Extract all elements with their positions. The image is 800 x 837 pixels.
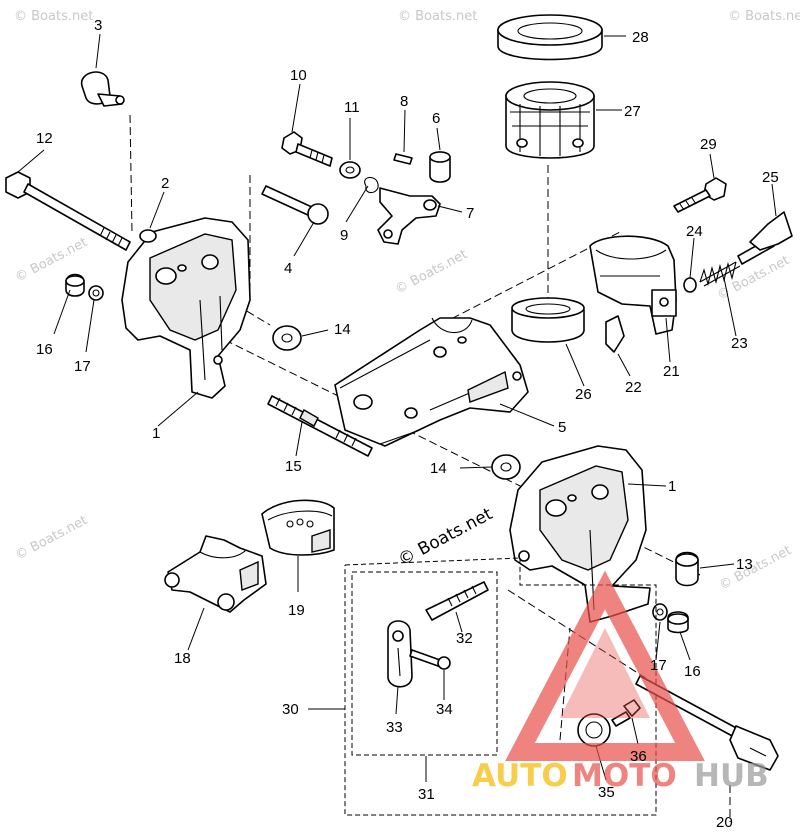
- part-24-washer: [683, 277, 697, 293]
- part-21-friction-bracket: [589, 235, 677, 335]
- callout-30: 30: [282, 701, 299, 718]
- part-16-nut-lower: [667, 611, 689, 634]
- part-14-washer-upper: [272, 325, 302, 351]
- logo-text-hub: HUB: [694, 758, 769, 794]
- callout-26: 26: [575, 386, 592, 403]
- part-4-pin: [261, 185, 329, 225]
- part-2-clip: [139, 229, 157, 243]
- watermark-right-lower: © Boats.net: [717, 543, 794, 593]
- part-35-stopper: [577, 713, 611, 747]
- callout-28: 28: [632, 29, 649, 46]
- part-16-nut-upper: [65, 273, 85, 297]
- callout-18: 18: [174, 650, 191, 667]
- part-22-friction-pad: [605, 315, 625, 353]
- callout-33: 33: [386, 719, 403, 736]
- part-1-clamp-bracket-lower: [509, 445, 651, 623]
- callout-14-upper: 14: [334, 321, 351, 338]
- part-5-swivel-bracket: [334, 317, 529, 447]
- part-6-sleeve: [429, 151, 451, 183]
- logo-text-auto: AUTO: [472, 758, 568, 794]
- part-33-latch: [387, 620, 413, 688]
- watermark-top-center: © Boats.net: [398, 9, 477, 24]
- part-7-tilt-lever: [377, 187, 441, 245]
- watermark-left-lower: © Boats.net: [13, 513, 90, 563]
- part-10-bolt: [281, 131, 333, 167]
- part-26-lower-bushing: [511, 297, 585, 343]
- part-27-swivel-bushing: [505, 81, 595, 159]
- callout-13: 13: [736, 556, 753, 573]
- callout-36: 36: [630, 748, 647, 765]
- part-1-clamp-bracket-upper: [121, 217, 251, 399]
- watermark-center-upper: © Boats.net: [393, 247, 470, 297]
- callout-21: 21: [663, 363, 680, 380]
- callout-16-upper: 16: [36, 341, 53, 358]
- callout-14-lower: 14: [430, 460, 447, 477]
- callout-17-upper: 17: [74, 358, 91, 375]
- part-15-stud: [267, 395, 373, 457]
- callout-29: 29: [700, 136, 717, 153]
- assembly-30-box: [344, 557, 657, 816]
- part-12-through-bolt: [5, 171, 131, 251]
- part-13-cap: [675, 551, 699, 587]
- part-14-washer-lower: [491, 454, 521, 480]
- part-11-washer: [339, 161, 361, 179]
- watermark-center: © Boats.net: [395, 504, 496, 571]
- callout-31: 31: [418, 786, 435, 803]
- callout-9: 9: [340, 227, 348, 244]
- callout-19: 19: [288, 602, 305, 619]
- watermark-top-right: © Boats.net: [728, 9, 800, 24]
- callout-3: 3: [94, 17, 102, 34]
- callout-5: 5: [558, 419, 566, 436]
- callout-27: 27: [624, 103, 641, 120]
- part-19-support-block: [261, 499, 335, 556]
- callout-35: 35: [598, 784, 615, 801]
- part-17-washer-lower: [652, 603, 668, 621]
- part-8-pin: [393, 153, 413, 165]
- callout-20: 20: [716, 814, 733, 831]
- automotohub-logo: AUTO MOTO HUB: [472, 570, 769, 794]
- callout-22: 22: [625, 379, 642, 396]
- callout-6: 6: [432, 110, 440, 127]
- part-18-tilt-support: [164, 535, 267, 613]
- callout-4: 4: [284, 260, 292, 277]
- part-32-threaded-rod: [425, 581, 489, 621]
- callout-24: 24: [686, 223, 703, 240]
- callout-23: 23: [731, 335, 748, 352]
- callout-labels: 3 2 12 16 17 10 11 8 6 9 7 4 14 5 1 15 1…: [36, 17, 779, 831]
- watermark-top-left: © Boats.net: [14, 9, 93, 24]
- part-3-pin: [81, 71, 125, 107]
- part-28-thrust-ring: [497, 14, 603, 61]
- callout-15: 15: [285, 458, 302, 475]
- callout-10: 10: [290, 67, 307, 84]
- callout-7: 7: [466, 205, 474, 222]
- part-29-bolt: [673, 177, 727, 213]
- assembly-31-box: [351, 571, 498, 756]
- leader-lines: [17, 33, 777, 782]
- part-36-screw: [611, 699, 641, 727]
- part-17-washer-upper: [88, 285, 104, 301]
- part-34-pin: [409, 649, 451, 670]
- callout-1-lower: 1: [668, 478, 676, 495]
- callout-34: 34: [436, 701, 453, 718]
- logo-text-moto: MOTO: [572, 758, 677, 794]
- callout-17-lower: 17: [650, 657, 667, 674]
- part-23-spring: [699, 261, 741, 287]
- callout-11: 11: [344, 99, 360, 116]
- callout-12: 12: [36, 130, 53, 147]
- callout-25: 25: [762, 169, 779, 186]
- callout-2: 2: [161, 175, 169, 192]
- callout-32: 32: [456, 630, 473, 647]
- part-25-wing-bolt: [737, 211, 793, 265]
- callout-16-lower: 16: [684, 663, 701, 680]
- callout-8: 8: [400, 93, 408, 110]
- callout-1-upper: 1: [152, 425, 160, 442]
- part-9-spring: [364, 176, 379, 194]
- watermark-right-upper: © Boats.net: [715, 253, 792, 303]
